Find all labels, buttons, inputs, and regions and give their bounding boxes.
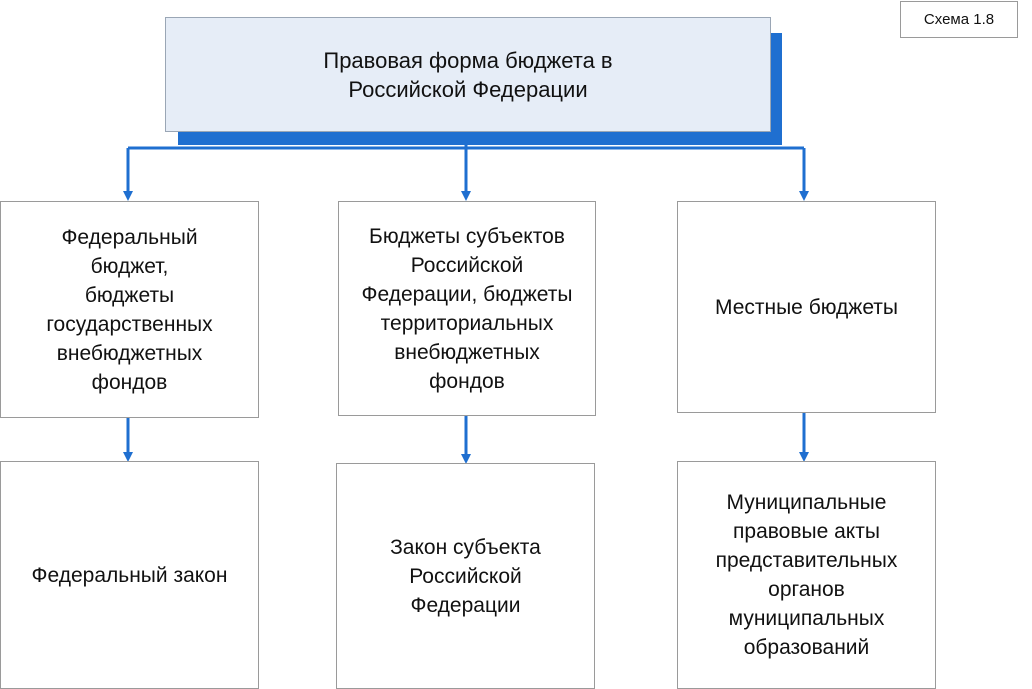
node-federal-law: Федеральный закон — [0, 461, 259, 689]
node-regional-law: Закон субъекта Российской Федерации — [336, 463, 595, 689]
node-local-budget: Местные бюджеты — [677, 201, 936, 413]
node-federal-budget: Федеральный бюджет, бюджеты государствен… — [0, 201, 259, 418]
scheme-label: Схема 1.8 — [900, 1, 1018, 38]
root-node: Правовая форма бюджета в Российской Феде… — [165, 17, 771, 132]
node-municipal-acts: Муниципальные правовые акты представител… — [677, 461, 936, 689]
node-regional-budget: Бюджеты субъектов Российской Федерации, … — [338, 201, 596, 416]
